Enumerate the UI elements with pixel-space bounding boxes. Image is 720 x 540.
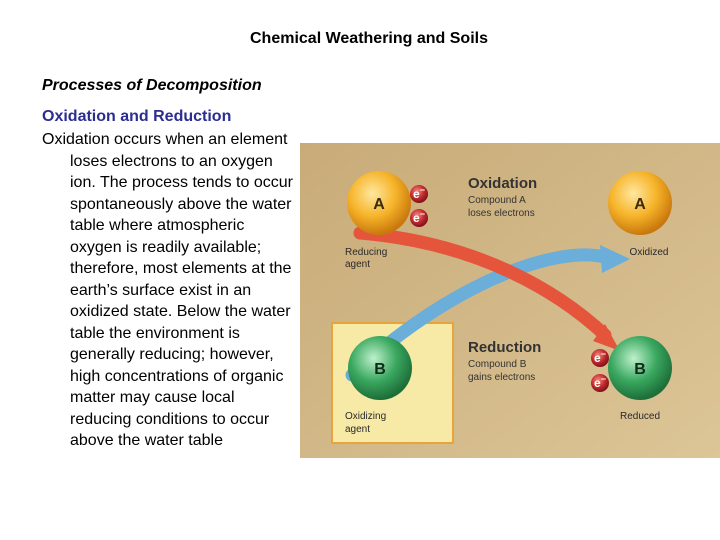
electron-sup: − — [420, 185, 425, 195]
electron-label: e — [594, 376, 601, 390]
reduction-line2: gains electrons — [468, 372, 535, 383]
svg-text:e−: e− — [413, 209, 425, 225]
electron-sup: − — [601, 349, 606, 359]
atom-a-right — [608, 171, 672, 235]
oxidized-label: Oxidized — [630, 247, 669, 258]
blue-arrowhead — [600, 245, 630, 273]
atom-b-left — [348, 336, 412, 400]
atom-b-left-label: B — [374, 361, 386, 378]
oxidizing-agent-line2: agent — [345, 424, 370, 435]
reducing-agent-line1: Reducing — [345, 247, 387, 258]
electron-label: e — [413, 211, 420, 225]
svg-text:e−: e− — [594, 374, 606, 390]
reduction-title: Reduction — [468, 339, 541, 356]
atom-a-left — [347, 171, 411, 235]
body-paragraph: Oxidation occurs when an element loses e… — [42, 131, 293, 449]
oxidizing-agent-line1: Oxidizing — [345, 411, 386, 422]
electron-icon — [410, 209, 428, 227]
reduction-line1: Compound B — [468, 359, 527, 370]
oxidation-title: Oxidation — [468, 175, 537, 192]
electron-label: e — [413, 187, 420, 201]
slide-subtitle: Processes of Decomposition — [42, 77, 262, 94]
atom-a-left-label: A — [373, 196, 385, 213]
oxidation-line2: loses electrons — [468, 208, 535, 219]
reduced-label: Reduced — [620, 411, 660, 422]
red-arrowhead — [593, 324, 620, 351]
electron-icon — [591, 349, 609, 367]
reducing-agent-line2: agent — [345, 259, 370, 270]
oxidation-reduction-figure: A e− e− Reducing agent Oxidation Compoun… — [300, 143, 720, 458]
oxidation-line1: Compound A — [468, 195, 526, 206]
electron-sup: − — [601, 374, 606, 384]
electron-icon — [591, 374, 609, 392]
electron-sup: − — [420, 209, 425, 219]
electron-label: e — [594, 351, 601, 365]
red-arrow — [353, 226, 612, 342]
electron-icon — [410, 185, 428, 203]
slide-title: Chemical Weathering and Soils — [250, 30, 488, 47]
section-heading: Oxidation and Reduction — [42, 108, 232, 125]
atom-a-right-label: A — [634, 196, 646, 213]
atom-b-right-label: B — [634, 361, 646, 378]
svg-text:e−: e− — [594, 349, 606, 365]
svg-text:e−: e− — [413, 185, 425, 201]
figure-canvas: A e− e− Reducing agent Oxidation Compoun… — [300, 143, 720, 458]
atom-b-right — [608, 336, 672, 400]
